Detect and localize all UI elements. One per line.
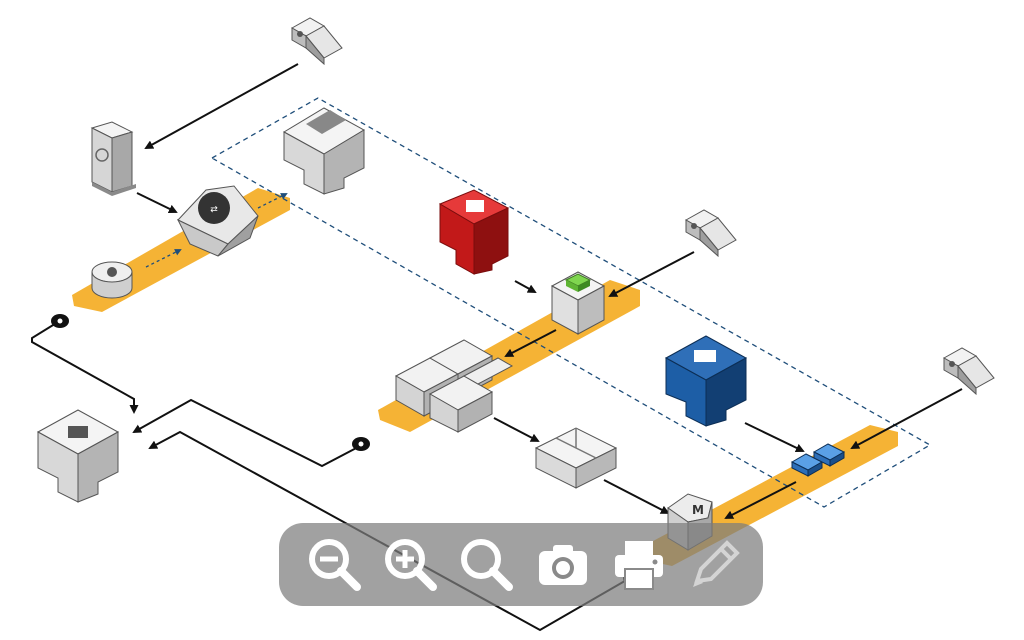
magnifier-icon: [461, 539, 513, 591]
instance-group-icon: [394, 339, 514, 433]
screenshot-button[interactable]: [531, 523, 595, 606]
user-client-icon: [942, 347, 995, 396]
svg-text:⇄: ⇄: [210, 205, 218, 215]
user-client-icon: [290, 17, 343, 66]
storage-volume-icon: [790, 443, 846, 477]
diagram-toolbar: [279, 523, 763, 606]
printer-icon: [615, 541, 663, 590]
zoom-out-icon: [309, 539, 361, 591]
zoom-in-button[interactable]: [379, 523, 443, 606]
server-appliance-icon: [90, 121, 136, 196]
package-icon: [534, 427, 618, 489]
database-cluster-icon: [438, 189, 510, 275]
pencil-icon: [693, 540, 740, 587]
subnet-links: [145, 193, 288, 268]
building-cluster-icon: [282, 107, 366, 195]
web-server-icon: [550, 271, 606, 335]
database-cluster-icon: [664, 335, 748, 427]
print-button[interactable]: [607, 523, 671, 606]
vpc-boundary: [210, 97, 932, 508]
zoom-out-button[interactable]: [303, 523, 367, 606]
gateway-icon: [91, 261, 133, 299]
svg-text:M: M: [692, 503, 704, 517]
router-icon: ⇄: [176, 185, 259, 257]
reset-zoom-button[interactable]: [455, 523, 519, 606]
user-client-icon: [684, 209, 737, 258]
edit-button[interactable]: [683, 523, 747, 606]
camera-icon: [539, 545, 587, 585]
zoom-in-icon: [385, 539, 437, 591]
building-cluster-icon: [36, 409, 120, 503]
